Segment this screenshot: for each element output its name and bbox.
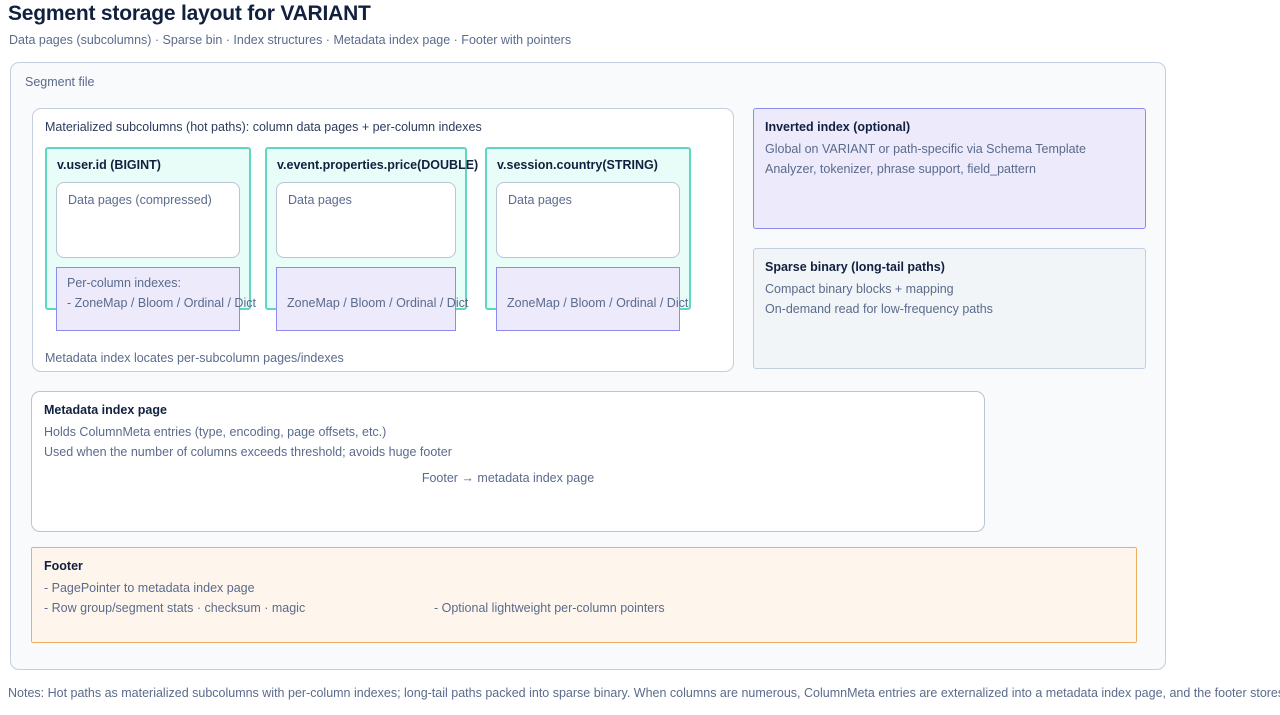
data-pages-box: Data pages	[276, 182, 456, 258]
subcolumn-box-0[interactable]: v.user.id (BIGINT) Data pages (compresse…	[45, 147, 256, 331]
data-pages-box: Data pages	[496, 182, 680, 258]
inverted-index-title: Inverted index (optional)	[765, 120, 911, 134]
page-subtitle: Data pages (subcolumns) · Sparse bin · I…	[9, 33, 572, 47]
data-pages-box: Data pages (compressed)	[56, 182, 240, 258]
data-pages-label: Data pages (compressed)	[68, 193, 212, 207]
data-pages-label: Data pages	[508, 193, 572, 207]
data-pages-label: Data pages	[288, 193, 352, 207]
metadata-index-page-line-1: Holds ColumnMeta entries (type, encoding…	[44, 425, 387, 439]
footer-to-metadata-arrow-label: Footer → metadata index page	[421, 471, 595, 485]
notes-text: Notes: Hot paths as materialized subcolu…	[8, 686, 1280, 700]
index-line-1: Per-column indexes:	[67, 276, 181, 290]
inverted-index-line-1: Global on VARIANT or path-specific via S…	[765, 142, 1086, 156]
footer-title: Footer	[44, 559, 83, 573]
per-column-index-box: ZoneMap / Bloom / Ordinal / Dict	[276, 267, 468, 331]
subcolumn-box-1[interactable]: v.event.properties.price(DOUBLE) Data pa…	[265, 147, 478, 331]
subcolumn-title: v.session.country(STRING)	[497, 158, 658, 172]
segment-file-label: Segment file	[25, 75, 95, 89]
materialized-subcolumns-container: Materialized subcolumns (hot paths): col…	[32, 108, 734, 372]
inverted-index-card[interactable]: Inverted index (optional) Global on VARI…	[753, 108, 1146, 229]
metadata-index-page-box[interactable]: Metadata index page Holds ColumnMeta ent…	[31, 391, 985, 532]
sparse-binary-card[interactable]: Sparse binary (long-tail paths) Compact …	[753, 248, 1146, 369]
index-line-1: ZoneMap / Bloom / Ordinal / Dict	[287, 296, 469, 310]
footer-line-3: - Optional lightweight per-column pointe…	[434, 601, 665, 615]
footer-line-1: - PagePointer to metadata index page	[44, 581, 255, 595]
metadata-index-note: Metadata index locates per-subcolumn pag…	[45, 351, 344, 365]
footer-box[interactable]: Footer - PagePointer to metadata index p…	[31, 547, 1137, 643]
index-line-1: ZoneMap / Bloom / Ordinal / Dict	[507, 296, 689, 310]
materialized-subcolumns-label: Materialized subcolumns (hot paths): col…	[45, 120, 482, 134]
segment-file-container: Segment file Materialized subcolumns (ho…	[10, 62, 1166, 670]
metadata-index-page-line-2: Used when the number of columns exceeds …	[44, 445, 452, 459]
sparse-binary-title: Sparse binary (long-tail paths)	[765, 260, 945, 274]
index-line-2: - ZoneMap / Bloom / Ordinal / Dict	[67, 296, 256, 310]
metadata-index-page-title: Metadata index page	[44, 403, 167, 417]
per-column-index-box: ZoneMap / Bloom / Ordinal / Dict	[496, 267, 688, 331]
subcolumn-box-2[interactable]: v.session.country(STRING) Data pages Zon…	[485, 147, 691, 331]
sparse-binary-line-1: Compact binary blocks + mapping	[765, 282, 954, 296]
subcolumn-title: v.event.properties.price(DOUBLE)	[277, 158, 479, 172]
subcolumn-title: v.user.id (BIGINT)	[57, 158, 161, 172]
footer-line-2: - Row group/segment stats · checksum · m…	[44, 601, 306, 615]
per-column-index-box: Per-column indexes: - ZoneMap / Bloom / …	[56, 267, 256, 331]
inverted-index-line-2: Analyzer, tokenizer, phrase support, fie…	[765, 162, 1036, 176]
sparse-binary-line-2: On-demand read for low-frequency paths	[765, 302, 993, 316]
page-title: Segment storage layout for VARIANT	[8, 2, 371, 25]
